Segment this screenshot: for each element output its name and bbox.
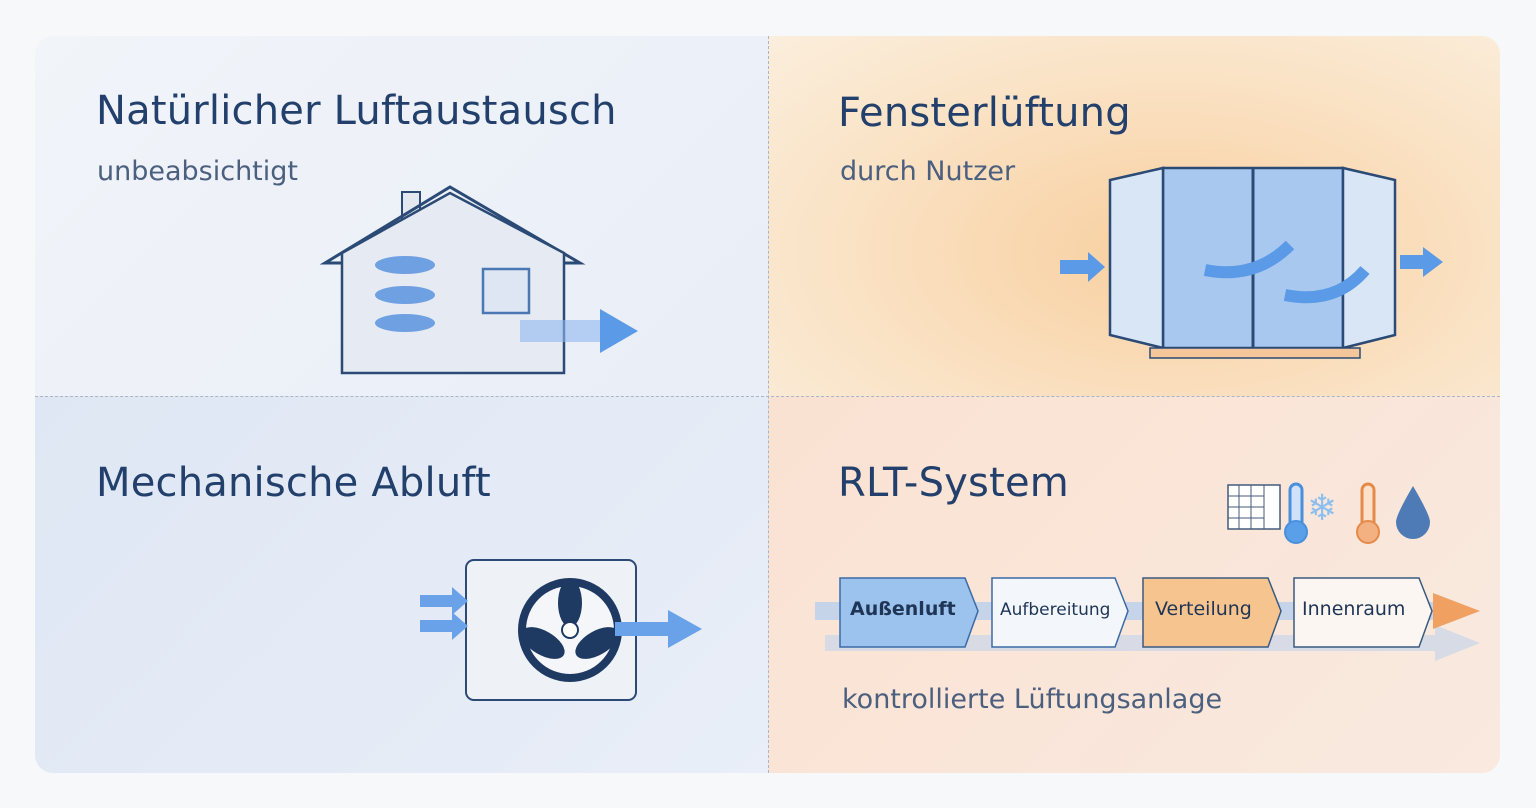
thermometer-cold-icon xyxy=(1284,482,1308,544)
rlt-title: RLT-System xyxy=(838,460,1069,506)
step-outdoor-air: Außenluft xyxy=(850,598,956,620)
rlt-caption: kontrollierte Lüftungsanlage xyxy=(842,684,1223,715)
natural-subtitle: unbeabsichtigt xyxy=(97,156,298,187)
horizontal-divider xyxy=(35,396,1500,397)
open-window-icon xyxy=(1060,166,1443,359)
filter-icon xyxy=(1227,484,1281,530)
vertical-divider xyxy=(768,36,769,773)
snowflake-icon: ❄ xyxy=(1307,488,1337,529)
natural-title: Natürlicher Luftaustausch xyxy=(96,88,617,134)
window-title: Fensterlüftung xyxy=(838,90,1131,136)
rlt-component-icons: ❄ xyxy=(1227,482,1430,544)
exhaust-fan-icon xyxy=(420,559,702,701)
exhaust-title: Mechanische Abluft xyxy=(96,460,491,506)
step-distribution: Verteilung xyxy=(1155,598,1252,620)
window-subtitle: durch Nutzer xyxy=(840,156,1016,187)
step-indoor: Innenraum xyxy=(1302,598,1406,620)
rlt-flow-arrows xyxy=(815,577,1480,661)
quadrant-exhaust xyxy=(35,396,768,773)
house-leak-icon xyxy=(320,185,638,375)
thermometer-warm-icon xyxy=(1356,482,1380,544)
water-drop-icon xyxy=(1396,486,1430,539)
step-treatment: Aufbereitung xyxy=(1000,600,1111,620)
